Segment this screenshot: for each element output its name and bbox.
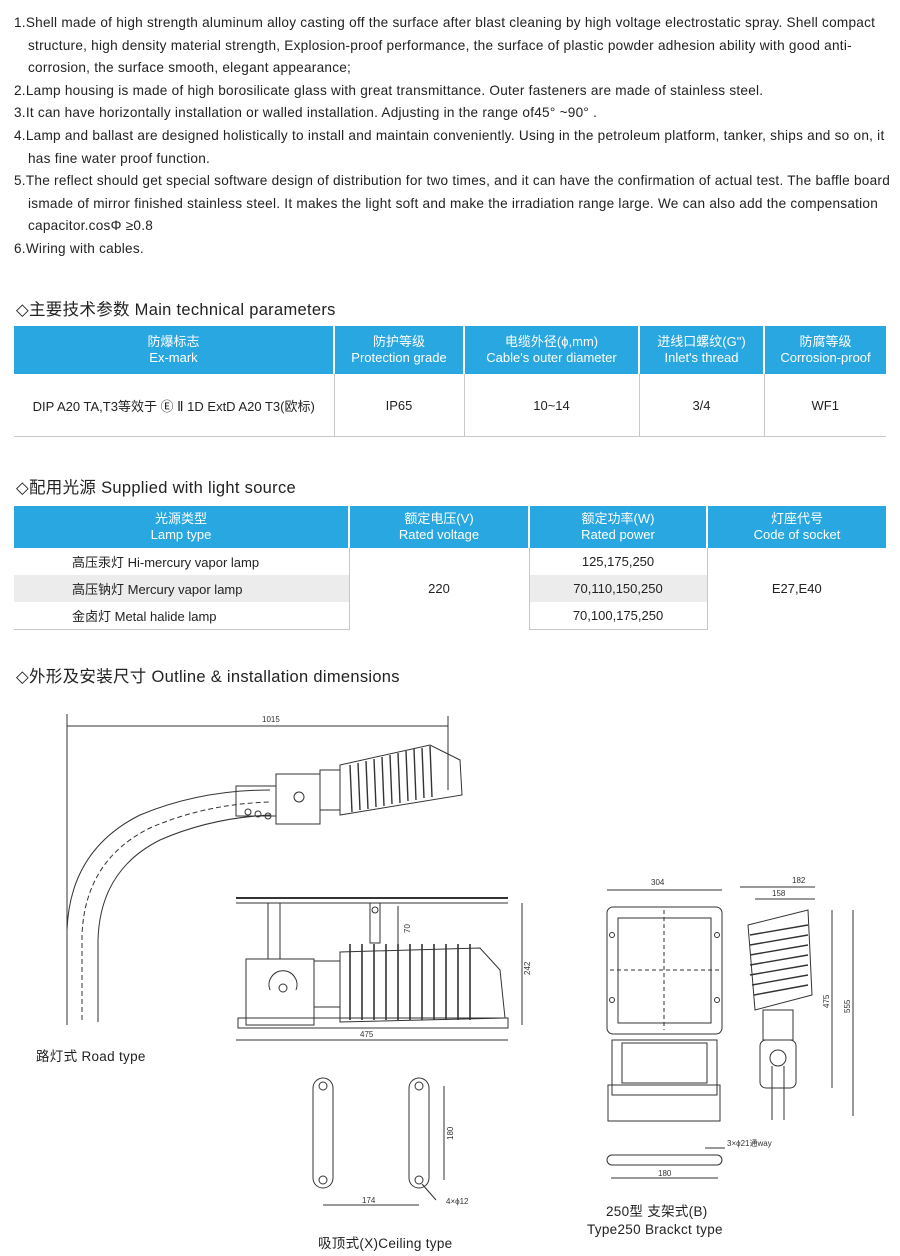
power-value: 70,100,175,250 bbox=[528, 602, 707, 630]
params-title: ◇主要技术参数 Main technical parameters bbox=[16, 301, 336, 319]
feature-item: 6.Wiring with cables. bbox=[14, 240, 144, 256]
light-title: ◇配用光源 Supplied with light source bbox=[16, 479, 296, 497]
dim-242: 242 bbox=[523, 961, 532, 975]
protection-value: IP65 bbox=[333, 374, 464, 437]
feature-item: 4.Lamp and ballast are designed holistic… bbox=[14, 127, 885, 166]
dim-475-vertical: 475 bbox=[822, 994, 831, 1008]
params-header-inlet: 进线口螺纹(G")Inlet's thread bbox=[638, 326, 764, 374]
dim-1015: 1015 bbox=[262, 715, 280, 724]
dim-180: 180 bbox=[446, 1126, 455, 1140]
ceiling-lamp-drawing bbox=[236, 897, 523, 1041]
feature-item: 3.It can have horizontally installation … bbox=[14, 105, 598, 121]
lamp-type: 金卤灯 Metal halide lamp bbox=[14, 602, 349, 630]
dim-555: 555 bbox=[843, 999, 852, 1013]
table-row: DIP A20 TA,T3等效于 Ⓔ Ⅱ 1D ExtD A20 T3(欧标) … bbox=[14, 374, 886, 437]
dim-70: 70 bbox=[403, 924, 412, 933]
table-row: 金卤灯 Metal halide lamp 70,100,175,250 bbox=[14, 602, 886, 630]
ceiling-plate-drawing bbox=[312, 1077, 445, 1206]
lamp-type: 高压钠灯 Mercury vapor lamp bbox=[14, 575, 349, 602]
exmark-value: DIP A20 TA,T3等效于 Ⓔ Ⅱ 1D ExtD A20 T3(欧标) bbox=[14, 374, 334, 437]
road-lamp-drawing bbox=[66, 714, 463, 1025]
feature-item: 2.Lamp housing is made of high borosilic… bbox=[14, 82, 764, 98]
cable-value: 10~14 bbox=[463, 374, 639, 437]
light-header-voltage: 额定电压(V)Rated voltage bbox=[348, 506, 529, 548]
caption-ceiling-type: 吸顶式(X)Ceiling type bbox=[318, 1236, 453, 1251]
params-header-cable: 电缆外径(ϕ,mm)Cable's outer diameter bbox=[463, 326, 639, 374]
dim-475: 475 bbox=[360, 1030, 374, 1039]
feature-item: 1.Shell made of high strength aluminum a… bbox=[14, 15, 876, 76]
outline-title: ◇外形及安装尺寸 Outline & installation dimensio… bbox=[16, 668, 400, 686]
dim-304: 304 bbox=[651, 878, 665, 887]
caption-road-type: 路灯式 Road type bbox=[36, 1049, 146, 1064]
dim-182: 182 bbox=[792, 876, 806, 885]
dimension-labels: 1015 70 242 475 180 174 4×ϕ12 304 182 15… bbox=[262, 715, 852, 1206]
dim-158: 158 bbox=[772, 889, 786, 898]
power-value: 125,175,250 bbox=[528, 548, 707, 575]
feature-list: 1.Shell made of high strength aluminum a… bbox=[14, 12, 894, 261]
caption-bracket-cn: 250型 支架式(B) bbox=[606, 1204, 708, 1219]
feature-item: 5.The reflect should get special softwar… bbox=[14, 173, 891, 234]
dim-180-bracket: 180 bbox=[658, 1169, 672, 1178]
dim-174: 174 bbox=[362, 1196, 376, 1205]
voltage-value: 220 bbox=[348, 548, 529, 630]
corrosion-value: WF1 bbox=[763, 374, 886, 437]
socket-value: E27,E40 bbox=[706, 548, 886, 630]
lamp-type: 高压汞灯 Hi-mercury vapor lamp bbox=[72, 555, 260, 570]
dim-3x21: 3×ϕ21通way bbox=[727, 1138, 772, 1148]
bracket-side-drawing bbox=[740, 886, 854, 1120]
power-value: 70,110,150,250 bbox=[528, 575, 707, 602]
table-row: 高压汞灯 Hi-mercury vapor lamp 220 125,175,2… bbox=[14, 548, 886, 630]
inlet-value: 3/4 bbox=[638, 374, 764, 437]
light-header-power: 额定功率(W)Rated power bbox=[528, 506, 707, 548]
caption-bracket-en: Type250 Brackct type bbox=[587, 1222, 723, 1237]
bracket-front-drawing bbox=[606, 889, 725, 1179]
dim-4x12: 4×ϕ12 bbox=[446, 1197, 469, 1206]
table-row: 高压钠灯 Mercury vapor lamp 70,110,150,250 bbox=[14, 575, 886, 602]
